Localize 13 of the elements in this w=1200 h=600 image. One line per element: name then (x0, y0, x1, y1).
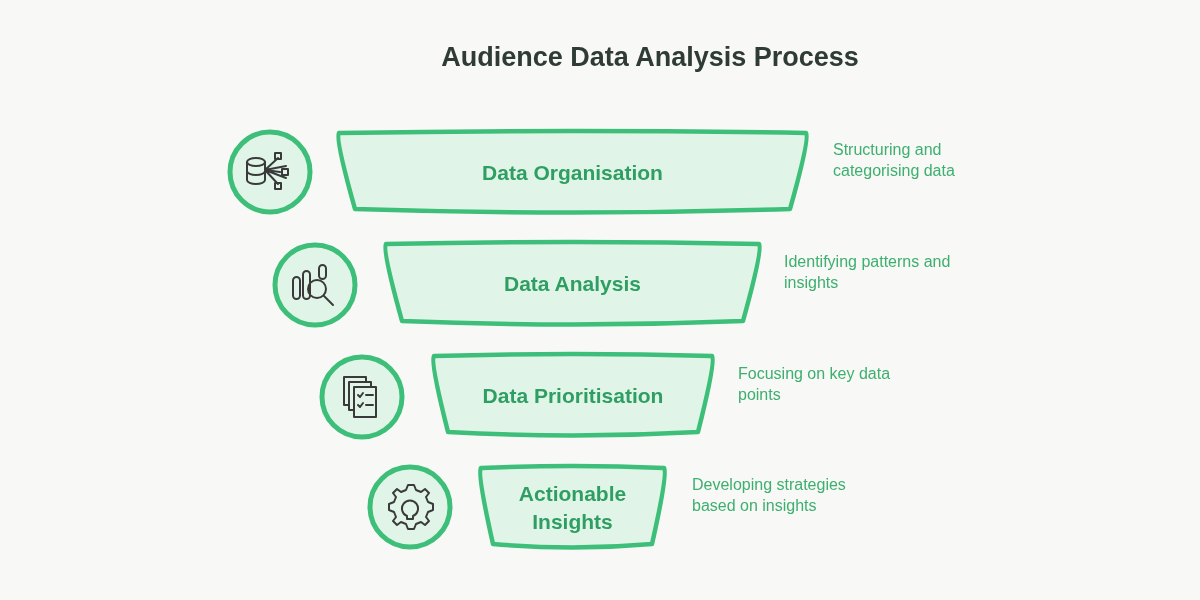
stage-label: Data Analysis (503, 271, 642, 297)
stage-description: Structuring and categorising data (833, 140, 956, 181)
stage-description: Developing strategies based on insights (692, 475, 847, 516)
funnel-stage (475, 465, 670, 550)
stage-description: Identifying patterns and insights (784, 252, 952, 293)
stage-label: Data Organisation (481, 159, 664, 186)
diagram-title: Audience Data Analysis Process (440, 42, 860, 73)
stage-label: Data Prioritisation (481, 382, 665, 409)
funnel-stage (333, 130, 812, 215)
stage-label: Actionable Insights (517, 480, 628, 535)
funnel-stage (380, 241, 765, 327)
funnel-stage (428, 353, 718, 438)
stage-description: Focusing on key data points (738, 364, 892, 405)
